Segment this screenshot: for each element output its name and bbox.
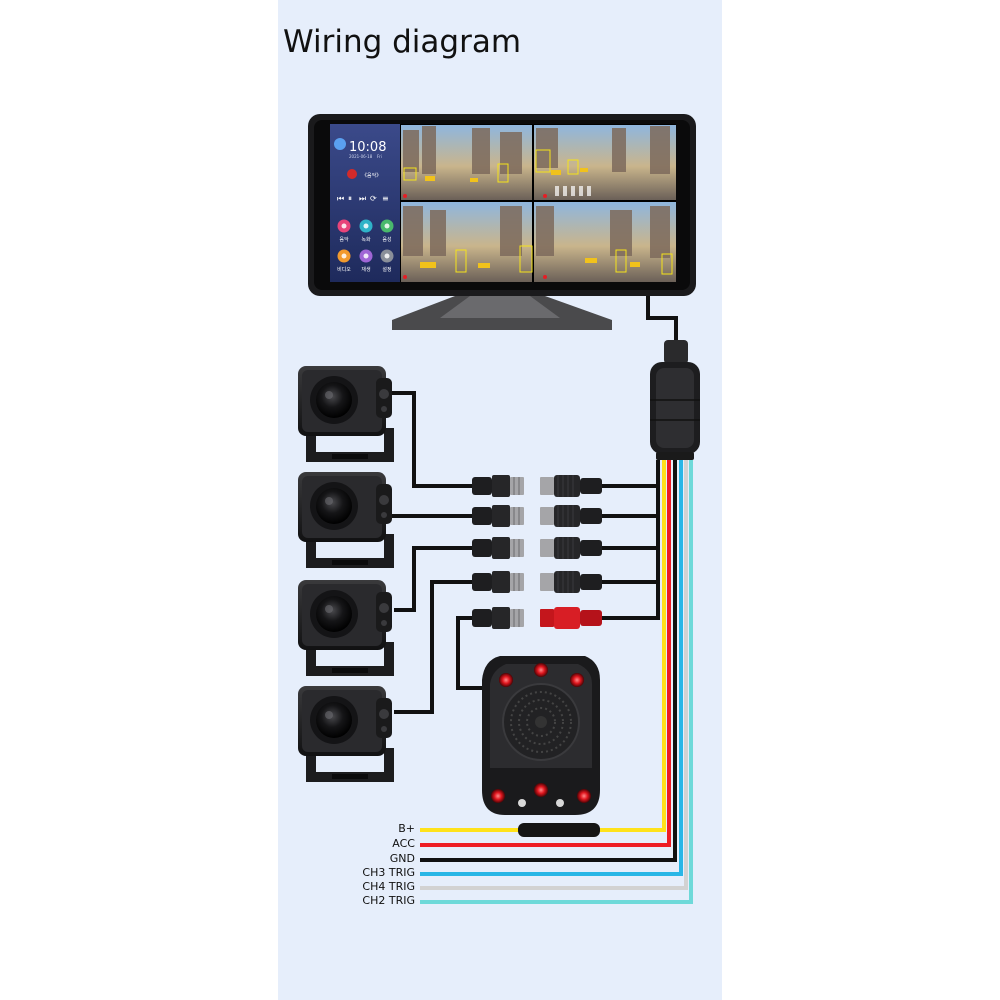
- camera-2: [298, 472, 394, 568]
- media-controls: ⏮ ⏸ ⏭ ⟳ ≡: [337, 194, 389, 203]
- connector-pair-5: [472, 607, 602, 629]
- camera-cables: [392, 391, 486, 714]
- repeat-icon[interactable]: ⟳: [370, 194, 377, 203]
- app-icon-2[interactable]: 녹화: [359, 219, 373, 244]
- connector-pairs: [472, 475, 602, 629]
- clock-icon: [334, 138, 346, 150]
- wire-acc: [420, 460, 671, 847]
- wire-label: ACC: [392, 837, 415, 850]
- app-icon-3[interactable]: 음성: [380, 219, 394, 244]
- camera-group: [298, 366, 394, 782]
- wire-gnd: [420, 460, 677, 862]
- camera-1: [298, 366, 394, 462]
- wire-label: GND: [389, 852, 415, 865]
- fuse-holder: [518, 823, 600, 837]
- connector-pair-1: [472, 475, 602, 497]
- app-label: 녹화: [361, 237, 371, 243]
- playlist-icon[interactable]: ≡: [382, 194, 389, 203]
- camera-feeds: [401, 125, 676, 282]
- music-disc-icon[interactable]: [347, 169, 357, 179]
- camera-3: [298, 580, 394, 676]
- next-icon[interactable]: ⏭: [359, 194, 366, 203]
- wire-label: CH4 TRIG: [362, 880, 415, 893]
- monitor: 10:08 2021-06-18 Fri 《음악》 ⏮ ⏸ ⏭ ⟳ ≡ 음악 녹화…: [308, 114, 696, 330]
- wire-b-plus: [420, 460, 666, 832]
- main-connector: [650, 340, 700, 460]
- clock-date: 2021-06-18: [349, 154, 373, 159]
- wire-ch4-trig: [420, 460, 688, 890]
- monitor-cable: [646, 296, 678, 345]
- power-trigger-wires: [420, 460, 693, 904]
- wire-label: B+: [398, 822, 415, 835]
- wire-ch2-trig: [420, 460, 693, 904]
- app-label: 음성: [382, 236, 391, 243]
- wire-ch3-trig: [420, 460, 683, 876]
- infrared-led-group: [491, 663, 591, 803]
- app-label: 음악: [339, 236, 349, 243]
- app-icon-6[interactable]: 설정: [380, 249, 394, 274]
- speaker-unit: [482, 656, 600, 815]
- connector-pair-4: [472, 571, 602, 593]
- app-label: 비디오: [337, 266, 351, 273]
- app-icon-4[interactable]: 비디오: [337, 249, 351, 274]
- page-title: Wiring diagram: [283, 24, 522, 60]
- wire-label: CH2 TRIG: [362, 894, 415, 907]
- connector-pair-2: [472, 505, 602, 527]
- pause-icon[interactable]: ⏸: [348, 194, 352, 203]
- music-title: 《음악》: [362, 172, 381, 179]
- prev-icon[interactable]: ⏮: [337, 194, 344, 203]
- clock-day: Fri: [377, 154, 382, 159]
- connector-pair-3: [472, 537, 602, 559]
- wire-label: CH3 TRIG: [362, 866, 415, 879]
- app-label: 설정: [382, 266, 391, 273]
- camera-4: [298, 686, 394, 782]
- app-icon-1[interactable]: 음악: [337, 219, 351, 244]
- clock-time: 10:08: [349, 140, 386, 155]
- harness-cables: [600, 460, 660, 620]
- app-icon-5[interactable]: 재생: [359, 249, 373, 274]
- app-label: 재생: [361, 266, 371, 273]
